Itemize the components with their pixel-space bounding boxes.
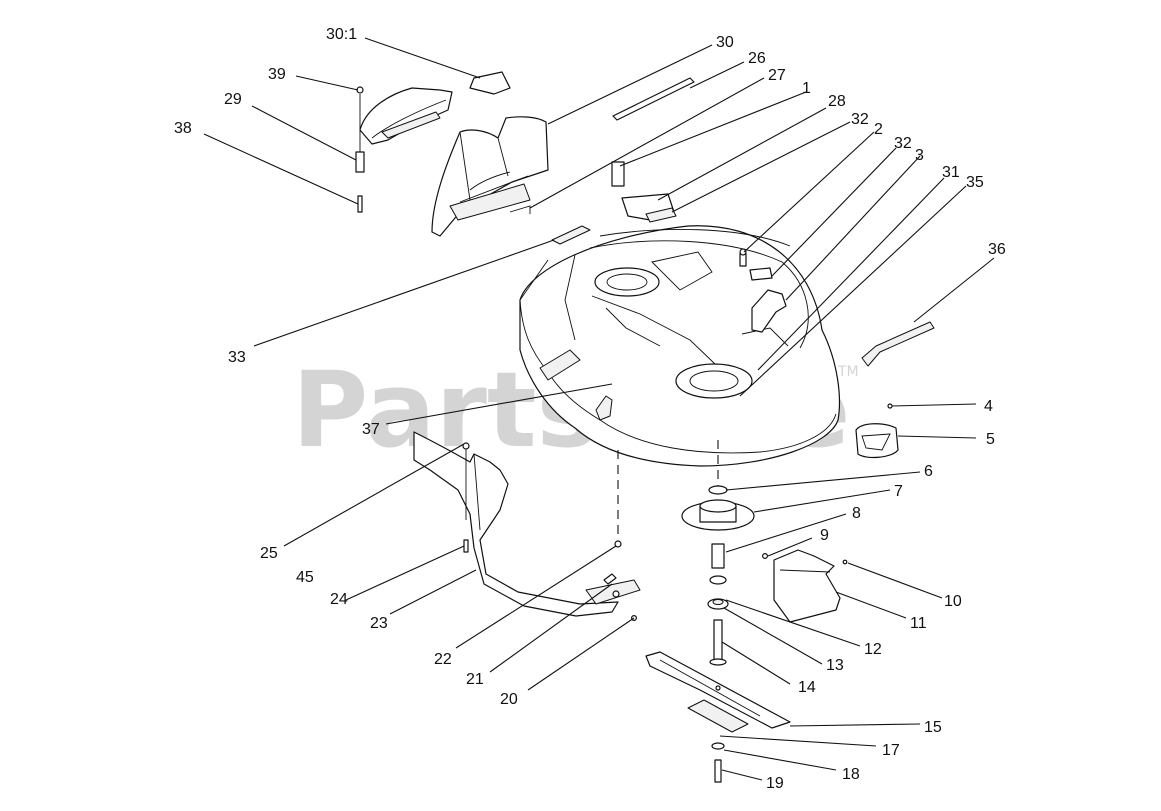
mount-bracket <box>595 395 613 421</box>
part-label-20: 20 <box>500 691 518 708</box>
part-label-5: 5 <box>986 431 995 448</box>
part-label-12: 12 <box>864 641 882 658</box>
blade-assembly <box>645 651 791 783</box>
part-label-22: 22 <box>434 651 452 668</box>
part-label-32-lower: 32 <box>894 135 912 152</box>
deck-brackets <box>611 161 787 333</box>
part-label-11: 11 <box>910 615 927 632</box>
part-label-30: 30 <box>716 34 734 51</box>
part-label-39: 39 <box>268 66 286 83</box>
part-label-17: 17 <box>882 742 900 759</box>
part-label-24: 24 <box>330 591 348 608</box>
part-label-35: 35 <box>966 174 984 191</box>
part-label-1: 1 <box>802 80 811 97</box>
part-label-37: 37 <box>362 421 380 438</box>
part-label-8: 8 <box>852 505 861 522</box>
part-label-29: 29 <box>224 91 242 108</box>
watermark-trademark: TM <box>837 364 859 380</box>
part-label-6: 6 <box>924 463 933 480</box>
part-label-26: 26 <box>748 50 766 67</box>
discharge-chute <box>431 71 549 237</box>
part-label-33: 33 <box>228 349 246 366</box>
part-label-18: 18 <box>842 766 860 783</box>
part-label-25: 25 <box>260 545 278 562</box>
spindle-assembly <box>681 440 755 666</box>
deflector-assembly <box>355 86 453 213</box>
decal-strip <box>861 321 935 367</box>
decal <box>551 225 591 245</box>
leader-lines <box>203 37 995 781</box>
part-label-7: 7 <box>894 483 903 500</box>
part-label-21: 21 <box>466 671 484 688</box>
part-label-2: 2 <box>874 121 883 138</box>
part-label-27: 27 <box>768 67 786 84</box>
part-label-23: 23 <box>370 615 388 632</box>
part-label-31: 31 <box>942 164 960 181</box>
chute-rod <box>612 77 695 121</box>
part-label-10: 10 <box>944 593 962 610</box>
part-label-9: 9 <box>820 527 829 544</box>
part-number-labels: 30:1 30 26 27 1 28 39 29 38 32 2 32 3 31… <box>174 26 1006 792</box>
part-label-30-1: 30:1 <box>326 26 357 43</box>
part-label-32-upper: 32 <box>851 111 869 128</box>
part-label-14: 14 <box>798 679 816 696</box>
part-label-38: 38 <box>174 120 192 137</box>
part-label-13: 13 <box>826 657 844 674</box>
part-label-4: 4 <box>984 398 993 415</box>
part-label-28: 28 <box>828 93 846 110</box>
part-label-15: 15 <box>924 719 942 736</box>
part-label-19: 19 <box>766 775 784 792</box>
part-label-3: 3 <box>915 147 924 164</box>
spindle-cover <box>761 549 848 623</box>
part-label-36: 36 <box>988 241 1006 258</box>
part-label-45: 45 <box>296 569 314 586</box>
adjust-knob <box>855 403 899 459</box>
side-chute <box>413 431 641 621</box>
